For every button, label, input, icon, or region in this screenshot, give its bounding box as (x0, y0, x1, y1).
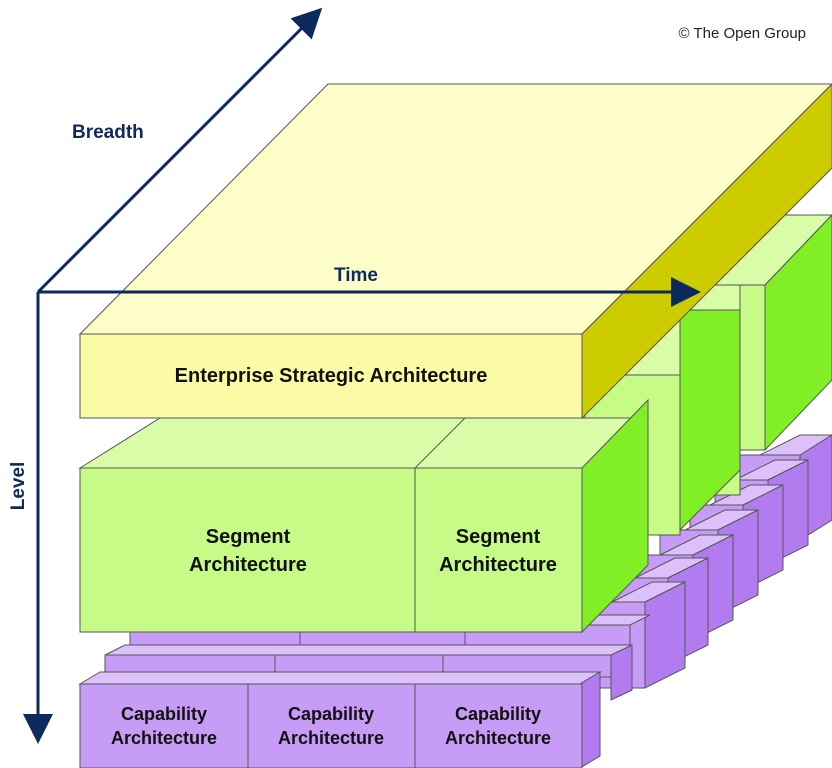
axes (23, 7, 701, 744)
capability-back-rows (104, 434, 832, 701)
capability-1-label-line1: Capability (121, 704, 207, 724)
enterprise-label: Enterprise Strategic Architecture (175, 365, 488, 387)
capability-2-label-line1: Capability (288, 704, 374, 724)
capability-block-1 (79, 683, 249, 768)
segment-top-face (78, 417, 650, 469)
capability-front-row (78, 671, 602, 768)
time-axis-label: Time (334, 265, 378, 286)
level-axis-label: Level (8, 462, 29, 511)
segment-1-label-line1: Segment (206, 526, 291, 548)
enterprise-front-face (79, 333, 583, 419)
copyright-notice: © The Open Group (678, 25, 806, 42)
segment-front-group (78, 398, 650, 634)
segment-2-label-line2: Architecture (439, 554, 557, 576)
capability-3-label-line1: Capability (455, 704, 541, 724)
segment-block-1 (79, 467, 416, 633)
capability-block-2 (247, 683, 416, 768)
breadth-axis-line (36, 7, 323, 294)
capability-block-3 (414, 683, 583, 768)
segment-block-2 (414, 467, 583, 633)
capability-1-label-line2: Architecture (111, 728, 217, 748)
capability-2-label-line2: Architecture (278, 728, 384, 748)
segment-1-label-line2: Architecture (189, 554, 307, 576)
segment-2-label-line1: Segment (456, 526, 541, 548)
enterprise-slab (78, 83, 832, 420)
capability-3-label-line2: Architecture (445, 728, 551, 748)
breadth-axis-label: Breadth (72, 122, 144, 143)
